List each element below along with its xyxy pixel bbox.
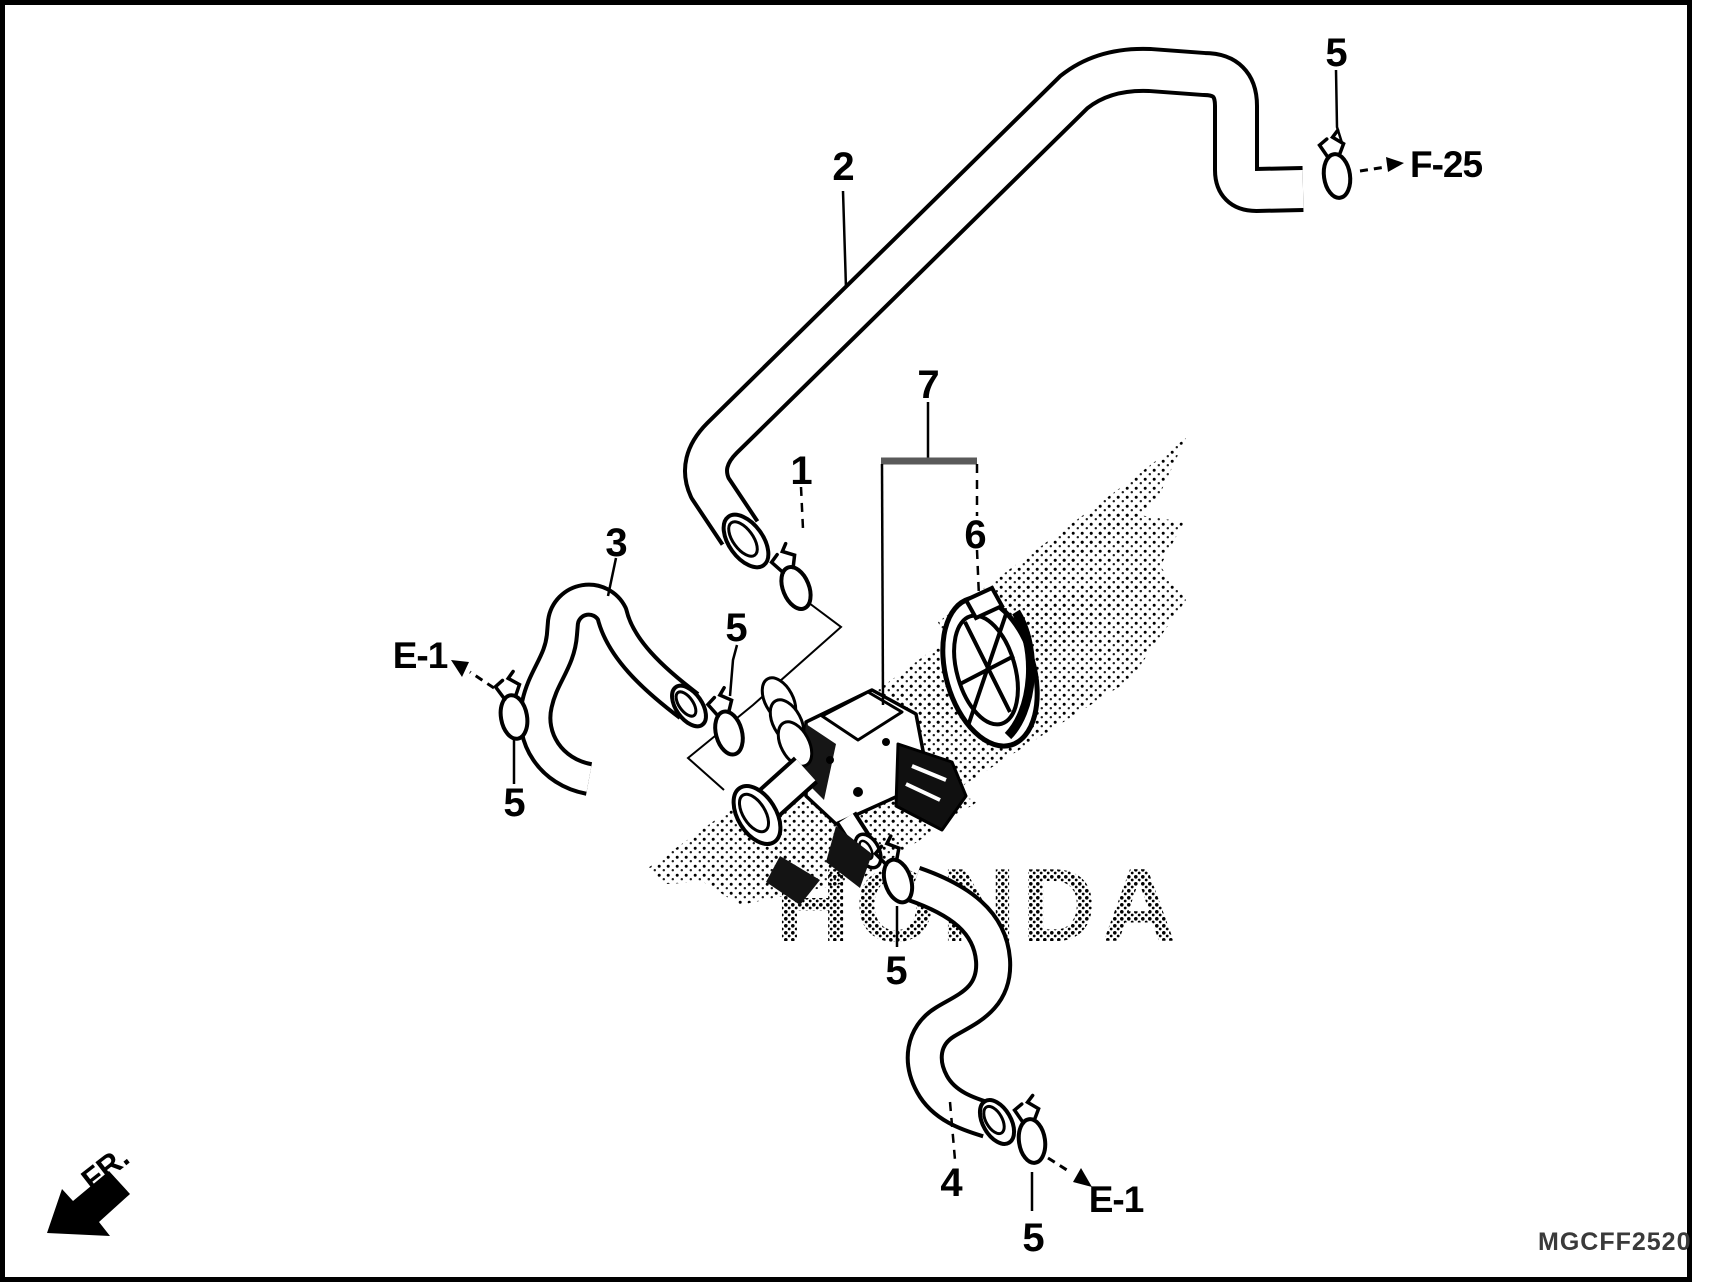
callout-part-3[interactable]: 3 [605,521,627,565]
front-direction-label: FR. [75,1139,136,1197]
callout-part-4[interactable]: 4 [940,1161,964,1205]
callout-clip-top-right[interactable]: 5 [1325,31,1348,75]
callout-clip-bottom-mid[interactable]: 5 [885,949,908,993]
callout-clip-mid[interactable]: 5 [725,606,748,650]
arrowhead-to-f25 [1386,157,1404,172]
hose-top-drawing [683,46,1304,570]
callout-clip-bottom[interactable]: 5 [1022,1216,1045,1260]
arrow-line-to-f25 [1359,165,1387,173]
arrow-line-to-e1-left [469,670,495,690]
arrowhead-to-e1-left [451,660,469,677]
arrow-line-to-e1-bottom [1047,1156,1071,1174]
ref-e1-bottom[interactable]: E-1 [1089,1179,1145,1220]
front-direction-arrow [47,1171,130,1236]
clamp-position-pointer-line [686,599,843,791]
ref-f25[interactable]: F-25 [1410,144,1484,185]
control-valve-drawing [731,676,968,905]
clip-drawing-bottom [1010,1092,1050,1167]
leader-part1 [799,486,805,530]
leader-part7-left-leg [880,463,885,706]
hose-mid-drawing [518,582,708,796]
leader-part3 [606,557,618,597]
ref-e1-left[interactable]: E-1 [393,635,449,676]
stay-part-drawing [940,585,1040,749]
leader-clip-top-right [1334,69,1344,144]
leader-part2 [841,190,848,289]
clip-drawing-mid [702,684,750,760]
leader-part4 [948,1101,957,1161]
leader-part6 [975,549,981,598]
clip-drawing-left [491,668,533,743]
callout-part-6[interactable]: 6 [964,513,986,557]
diagram-code: MGCFF2520 [1538,1228,1691,1256]
leader-lines [512,69,1344,1211]
callout-part-1[interactable]: 1 [790,449,813,493]
callout-part-2[interactable]: 2 [832,145,854,189]
leader-clip-mid [728,644,739,697]
callout-part-7[interactable]: 7 [917,363,939,407]
clip-drawing-top-right [1315,127,1355,202]
callout-clip-left[interactable]: 5 [503,781,526,825]
hose-bottom-drawing [905,866,1017,1146]
front-direction-marker: FR. [47,1139,136,1236]
ref-arrows [451,157,1404,1187]
arrowhead-to-e1-bottom [1073,1168,1092,1187]
clamp-tube-drawing [765,539,819,616]
